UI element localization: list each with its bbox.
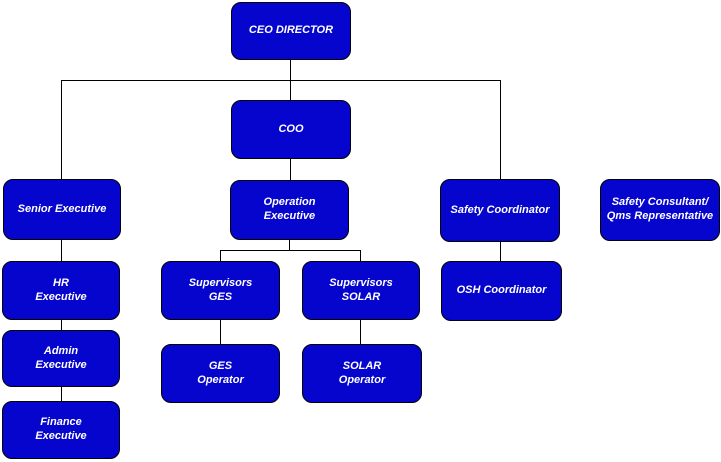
connector-to-safety-coordinator	[500, 80, 501, 179]
org-node-osh-coordinator: OSH Coordinator	[441, 261, 562, 321]
org-node-finance-executive: Finance Executive	[2, 401, 120, 459]
connector-ges-to-operator	[220, 320, 221, 344]
org-node-ceo-director: CEO DIRECTOR	[231, 2, 351, 60]
connector-ceo-down	[290, 60, 291, 81]
org-node-coo: COO	[231, 100, 351, 159]
org-node-hr-executive: HR Executive	[2, 261, 120, 320]
org-node-safety-coordinator: Safety Coordinator	[440, 179, 560, 242]
connector-to-senior-executive	[61, 80, 62, 179]
connector-to-supervisors-solar	[360, 250, 361, 261]
org-node-supervisors-solar: Supervisors SOLAR	[302, 261, 420, 320]
connector-operation-down	[289, 240, 290, 250]
org-node-safety-consultant: Safety Consultant/ Qms Representative	[600, 179, 720, 241]
connector-to-supervisors-ges	[220, 250, 221, 261]
org-node-admin-executive: Admin Executive	[2, 330, 120, 387]
connector-solar-to-operator	[360, 320, 361, 344]
org-node-supervisors-ges: Supervisors GES	[161, 261, 280, 320]
connector-safety-to-osh	[500, 242, 501, 261]
org-node-operation-executive: Operation Executive	[230, 180, 349, 240]
connector-to-coo	[290, 80, 291, 100]
org-node-solar-operator: SOLAR Operator	[302, 344, 422, 403]
connector-admin-to-finance	[61, 387, 62, 401]
connector-coo-to-operation	[290, 159, 291, 180]
org-node-senior-executive: Senior Executive	[3, 179, 121, 240]
org-node-ges-operator: GES Operator	[161, 344, 280, 403]
connector-supervisors-horizontal-bar	[220, 250, 361, 251]
connector-top-horizontal-bar	[61, 80, 501, 81]
connector-senior-to-hr	[61, 240, 62, 261]
connector-hr-to-admin	[61, 320, 62, 330]
